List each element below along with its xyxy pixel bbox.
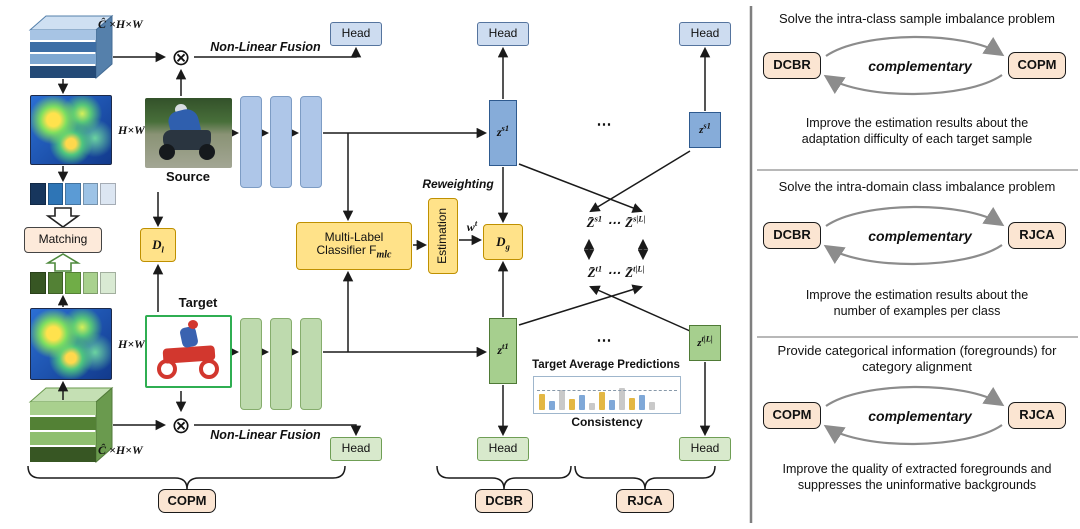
zs1-to-zbar-diagonal [518, 163, 643, 213]
dcbr-brace [436, 465, 572, 490]
tensor-product-icon-top: ⊗ [171, 43, 191, 70]
panel3-bottom-line2: suppresses the uninformative backgrounds [797, 478, 1037, 492]
head-box-4: Head [330, 437, 382, 461]
zt1-to-zbar-diagonal [518, 284, 644, 326]
panel1-complementary-label: complementary [868, 58, 972, 74]
predictions-chart [533, 376, 681, 414]
source-backbone-block-3 [300, 96, 322, 188]
tensor-product-icon-bottom: ⊗ [171, 411, 191, 438]
zsL-feature-box: zs1 [689, 112, 721, 148]
panel1-bottom-line2: adaptation difficulty of each target sam… [801, 132, 1033, 146]
local-discriminator-box: Dl [140, 228, 176, 262]
consistency-dashline [537, 390, 677, 391]
mlc-line1: Multi-Label [324, 229, 384, 244]
head-box-3: Head [679, 22, 731, 46]
source-motorcycle-shape [163, 130, 211, 150]
ellipsis-bottom: ⋯ [596, 332, 614, 349]
loop-arrow-1-bottom [823, 74, 1003, 96]
panel3-left-node: COPM [763, 402, 821, 429]
panel1-bottom-line1: Improve the estimation results about the [805, 116, 1029, 130]
wt-label: wt [466, 218, 478, 234]
panel2-complementary-label: complementary [868, 228, 972, 244]
target-label: Target [178, 295, 218, 310]
panel3-title-line2: category alignment [862, 359, 972, 374]
copm-module-label: COPM [158, 489, 216, 513]
source-prototypes-row: Z̄s1 ⋯ Z̄s|L| [586, 213, 646, 230]
target-rider-helmet-shape [188, 320, 198, 329]
zt1-feature-box: zt1 [489, 318, 517, 384]
ztL-to-zbar-diagonal [589, 285, 691, 332]
fusion-to-head-line-bottom [194, 424, 362, 437]
zs1-feature-box: zs1 [489, 100, 517, 166]
panel2-right-node: RJCA [1008, 222, 1066, 249]
panel1-left-node: DCBR [763, 52, 821, 79]
source-backbone-block-1 [240, 96, 262, 188]
global-discriminator-box: Dg [483, 224, 523, 260]
source-feature-cube [28, 14, 114, 80]
consistency-label: Consistency [571, 415, 643, 429]
loop-arrow-2-bottom [823, 244, 1003, 266]
copm-brace [27, 465, 346, 490]
hw-label-bottom: H×W [118, 337, 145, 351]
matching-box: Matching [24, 227, 102, 253]
matching-down-block-arrow [45, 207, 81, 228]
target-attention-heatmap [30, 308, 112, 380]
dcbr-module-label: DCBR [475, 489, 533, 513]
hw-label-top: H×W [118, 123, 145, 137]
source-attention-heatmap [30, 95, 112, 165]
loop-arrow-1-top [825, 35, 1005, 57]
chw-label-top: Ĉ ×H×W [98, 17, 143, 31]
loop-arrow-3-top [825, 385, 1005, 407]
nonlinear-fusion-label-top: Non-Linear Fusion [210, 40, 321, 54]
loop-arrow-2-top [825, 205, 1005, 227]
panel2-title: Solve the intra-domain class imbalance p… [778, 179, 1056, 194]
panel3-complementary-label: complementary [868, 408, 972, 424]
panel3-right-node: RJCA [1008, 402, 1066, 429]
rjca-module-label: RJCA [616, 489, 674, 513]
loop-arrow-3-bottom [823, 424, 1003, 446]
head-box-2: Head [477, 22, 529, 46]
panel2-left-node: DCBR [763, 222, 821, 249]
head-box-6: Head [679, 437, 731, 461]
target-prototypes-row: Z̄t1 ⋯ Z̄t|L| [587, 263, 645, 280]
target-wheel-shape-2 [199, 359, 219, 379]
source-matching-row [30, 183, 116, 205]
source-image [145, 98, 232, 168]
zsL-to-zbar-diagonal [589, 150, 691, 213]
nonlinear-fusion-label-bottom: Non-Linear Fusion [210, 428, 321, 442]
panel2-bottom-line2: number of examples per class [833, 304, 1001, 318]
target-image [145, 315, 232, 388]
ellipsis-top: ⋯ [596, 116, 614, 133]
panel3-title-line1: Provide categorical information (foregro… [777, 343, 1057, 358]
source-label: Source [165, 169, 211, 184]
target-backbone-block-2 [270, 318, 292, 410]
multilabel-classifier-box: Multi-Label Classifier Fmlc [296, 222, 412, 270]
head-box-1: Head [330, 22, 382, 46]
target-feature-cube [28, 386, 114, 464]
rjca-brace [574, 465, 716, 490]
target-rider-shape [179, 325, 199, 349]
target-avg-predictions-label: Target Average Predictions [532, 359, 680, 371]
target-backbone-block-1 [240, 318, 262, 410]
panel3-bottom-line1: Improve the quality of extracted foregro… [782, 462, 1052, 476]
source-backbone-block-2 [270, 96, 292, 188]
chw-label-bottom: Ĉ ×H×W [98, 443, 143, 457]
panel1-right-node: COPM [1008, 52, 1066, 79]
ztL-feature-box: zt|L| [689, 325, 721, 361]
panel2-bottom-line1: Improve the estimation results about the [805, 288, 1029, 302]
target-backbone-block-3 [300, 318, 322, 410]
target-matching-row [30, 272, 116, 294]
mlc-line2: Classifier Fmlc [316, 243, 392, 261]
estimation-box: Estimation [428, 198, 458, 274]
matching-up-block-arrow [45, 253, 81, 272]
reweighting-label: Reweighting [422, 177, 494, 191]
panel1-title: Solve the intra-class sample imbalance p… [778, 11, 1055, 26]
head-box-5: Head [477, 437, 529, 461]
source-wheel-shape-1 [159, 144, 175, 160]
fusion-to-head-line [194, 46, 362, 58]
source-wheel-shape-2 [199, 144, 215, 160]
